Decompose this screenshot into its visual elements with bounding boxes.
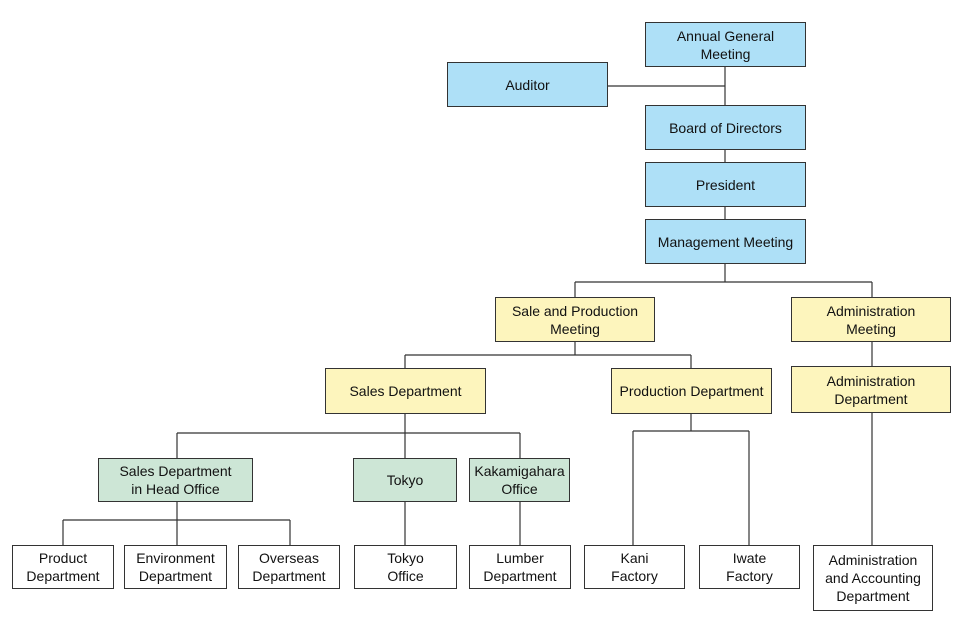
overseas-department-label: Overseas Department <box>252 550 326 584</box>
sales-department-label: Sales Department <box>349 383 462 399</box>
product-department-label: Product Department <box>26 550 100 584</box>
kakamigahara-office-box: Kakamigahara Office <box>469 458 570 502</box>
president-box: President <box>645 162 806 207</box>
board-of-directors-label: Board of Directors <box>669 119 782 136</box>
administration-department-label: Administration Department <box>826 372 916 407</box>
kani-factory-box: Kani Factory <box>584 545 685 589</box>
sale-and-production-meeting-box: Sale and Production Meeting <box>495 297 655 342</box>
administration-and-accounting-department-label: Administration and Accounting Department <box>825 552 921 604</box>
board-of-directors-box: Board of Directors <box>645 105 806 150</box>
auditor-label: Auditor <box>505 76 550 93</box>
sales-department-head-office-label: Sales Department in Head Office <box>119 463 232 497</box>
auditor-box: Auditor <box>447 62 608 107</box>
iwate-factory-label: Iwate Factory <box>726 550 773 584</box>
sale-and-production-meeting-label: Sale and Production Meeting <box>511 302 639 337</box>
connector-lines <box>62 66 873 545</box>
annual-general-meeting-box: Annual General Meeting <box>645 22 806 67</box>
lumber-department-label: Lumber Department <box>483 550 557 584</box>
administration-department-box: Administration Department <box>791 366 951 413</box>
president-label: President <box>695 176 756 193</box>
environment-department-box: Environment Department <box>124 545 227 589</box>
environment-department-label: Environment Department <box>136 550 215 584</box>
management-meeting-label: Management Meeting <box>657 233 794 250</box>
management-meeting-box: Management Meeting <box>645 219 806 264</box>
tokyo-box: Tokyo <box>353 458 457 502</box>
sales-department-head-office-box: Sales Department in Head Office <box>98 458 253 502</box>
production-department-box: Production Department <box>611 368 772 414</box>
iwate-factory-box: Iwate Factory <box>699 545 800 589</box>
kakamigahara-office-label: Kakamigahara Office <box>474 463 565 497</box>
sales-department-box: Sales Department <box>325 368 486 414</box>
lumber-department-box: Lumber Department <box>469 545 571 589</box>
product-department-box: Product Department <box>12 545 114 589</box>
administration-and-accounting-department-box: Administration and Accounting Department <box>813 545 933 611</box>
administration-meeting-box: Administration Meeting <box>791 297 951 342</box>
kani-factory-label: Kani Factory <box>611 550 658 584</box>
administration-meeting-label: Administration Meeting <box>826 302 916 337</box>
production-department-label: Production Department <box>619 383 764 399</box>
annual-general-meeting-label: Annual General Meeting <box>676 27 775 62</box>
tokyo-office-box: Tokyo Office <box>354 545 457 589</box>
overseas-department-box: Overseas Department <box>238 545 340 589</box>
tokyo-office-label: Tokyo Office <box>387 550 424 584</box>
tokyo-label: Tokyo <box>386 472 424 488</box>
